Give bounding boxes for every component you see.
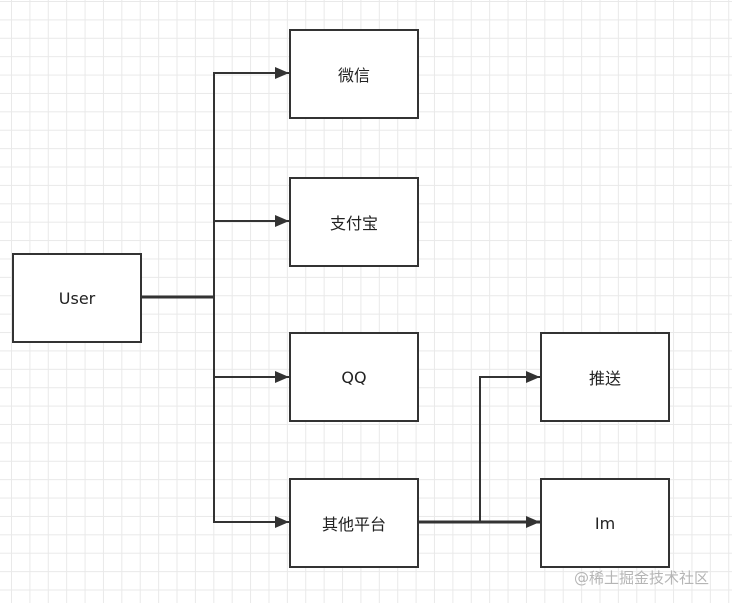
node-im-label: Im: [594, 513, 616, 533]
node-wechat-label: 微信: [337, 66, 370, 85]
node-other-platform-label: 其他平台: [321, 515, 386, 534]
node-user: User: [12, 253, 142, 343]
node-qq: QQ: [289, 332, 419, 422]
node-alipay: 支付宝: [289, 177, 419, 267]
node-other-platform: 其他平台: [289, 478, 419, 568]
node-wechat: 微信: [289, 29, 419, 119]
node-user-label: User: [58, 288, 96, 308]
node-alipay-label: 支付宝: [329, 214, 378, 233]
node-qq-label: QQ: [341, 367, 367, 387]
node-im: Im: [540, 478, 670, 568]
node-push: 推送: [540, 332, 670, 422]
node-push-label: 推送: [588, 369, 621, 388]
watermark-text: @稀土掘金技术社区: [574, 569, 710, 587]
